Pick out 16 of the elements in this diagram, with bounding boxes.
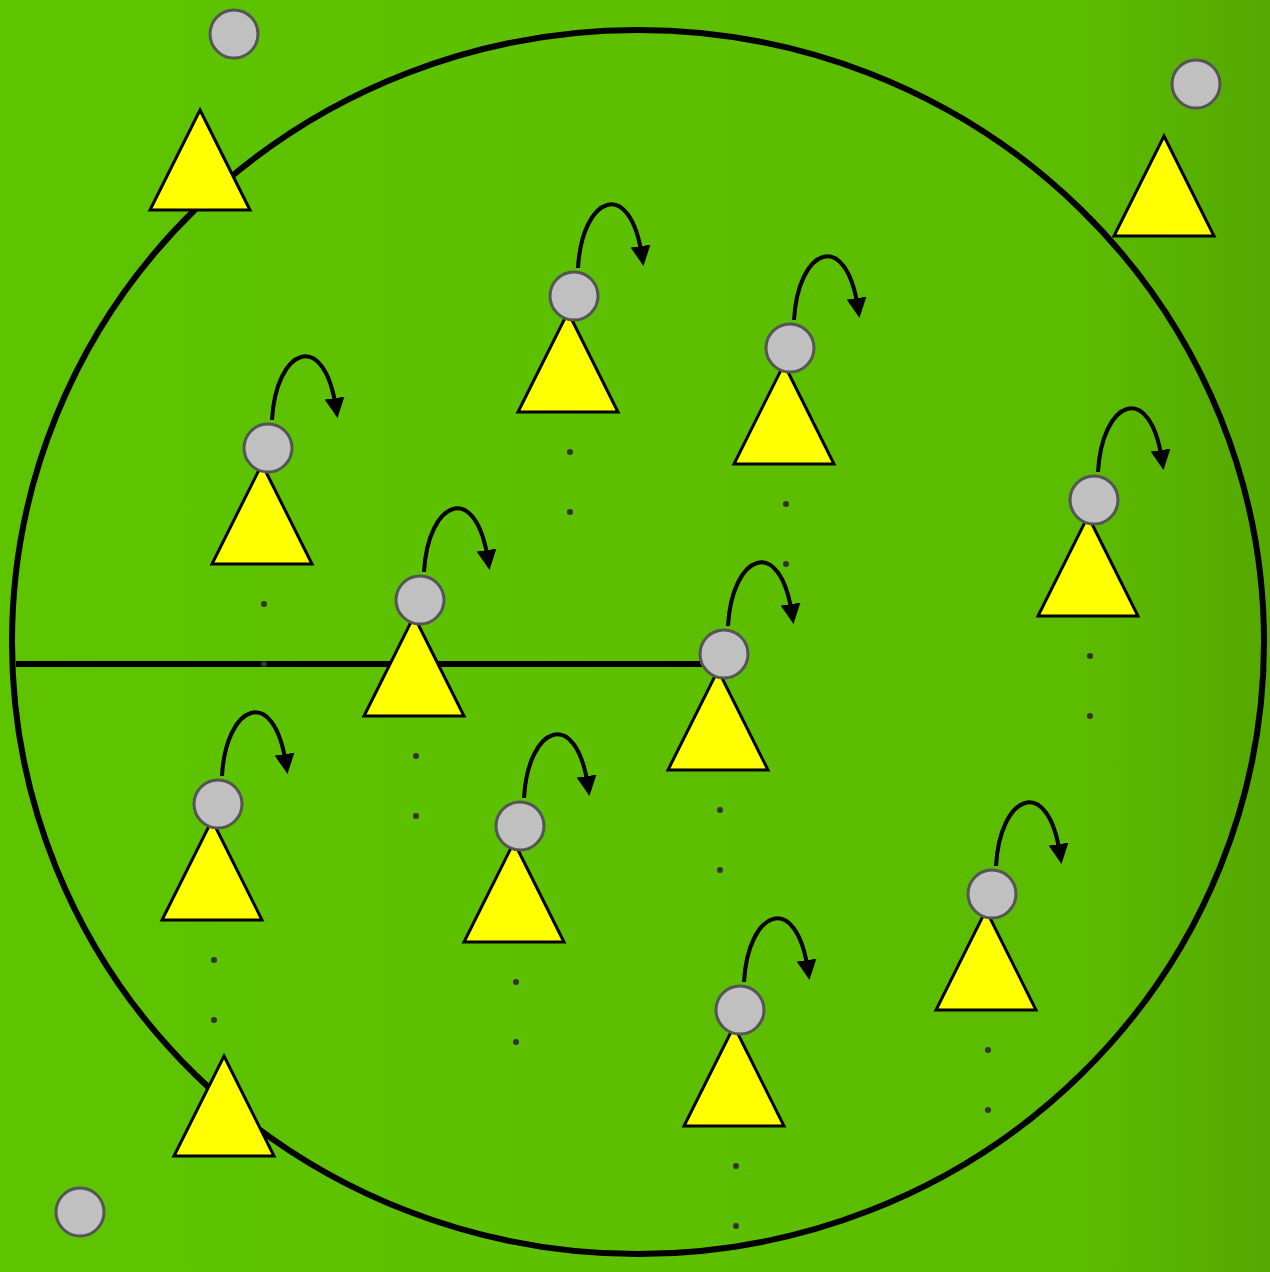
cone-marker — [171, 1052, 277, 1158]
ball — [54, 1186, 106, 1238]
ball — [1170, 58, 1222, 110]
player-figure — [361, 574, 467, 718]
cone-marker — [1111, 132, 1217, 238]
player-figure — [461, 800, 567, 944]
player-figure — [681, 984, 787, 1128]
ball — [208, 8, 260, 60]
player-figure — [209, 422, 315, 566]
player-figure — [515, 270, 621, 414]
player-figure — [1035, 474, 1141, 618]
player-figure — [731, 322, 837, 466]
cone-marker — [147, 106, 253, 212]
player-figure — [665, 628, 771, 772]
player-figure — [933, 868, 1039, 1012]
player-figure — [159, 778, 265, 922]
